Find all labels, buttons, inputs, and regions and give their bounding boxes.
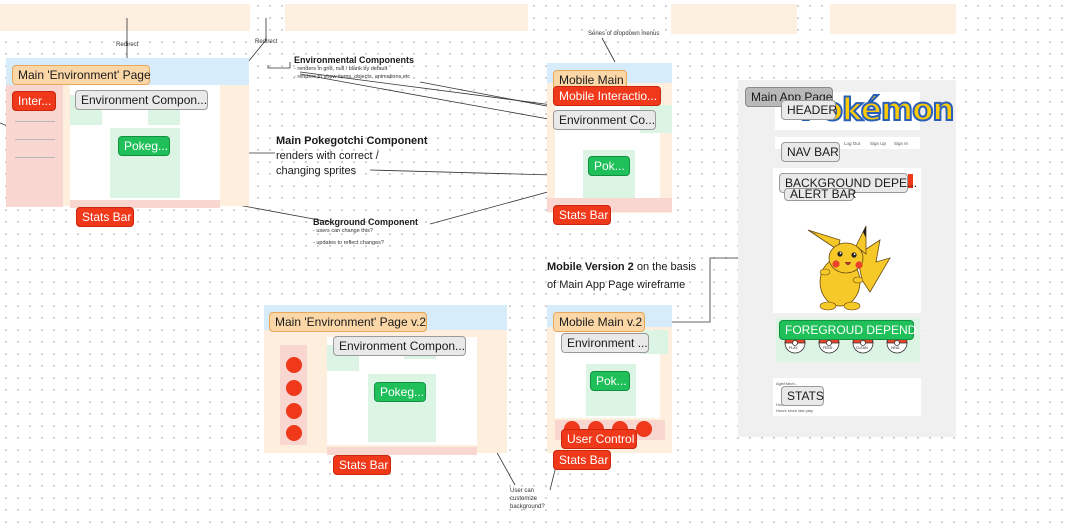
foreground-dependent-label[interactable]: FOREGROUD DEPEND...	[779, 320, 926, 340]
pokeball-label-heal[interactable]: HEAL	[891, 346, 901, 350]
mobile-main-v2-label[interactable]: Mobile Main v.2	[553, 312, 645, 332]
stats-line-3: Hours since last play	[776, 408, 813, 413]
user-control-dot-4[interactable]	[636, 421, 652, 437]
user-control-label[interactable]: User Control	[561, 429, 637, 449]
background-note: Background Component - users can change …	[313, 217, 473, 247]
redirect-label-1: Redirect	[116, 42, 139, 48]
redirect-label-2: Redirect	[255, 39, 278, 45]
main-env-v2-dot-1[interactable]	[286, 357, 302, 373]
interactions-label[interactable]: Inter...	[12, 91, 56, 111]
main-poke-line2: changing sprites	[276, 165, 357, 177]
frame-top-3	[671, 4, 797, 34]
nav-item-signin[interactable]: Sign In	[894, 141, 909, 146]
main-poke-line1: renders with correct /	[276, 150, 379, 162]
mobile-v2-rest: on the basis	[633, 261, 697, 273]
frame-top-1	[0, 4, 250, 31]
mobile-env-component-label[interactable]: Environment Co...	[553, 110, 656, 130]
mobile-env-v2-label[interactable]: Environment ...	[561, 333, 649, 353]
env-components-note: Environmental Components - renders in gr…	[294, 55, 494, 81]
mobile-poke-v2-label[interactable]: Pok...	[590, 371, 630, 391]
stats-bar-v2-label[interactable]: Stats Bar	[333, 455, 391, 475]
interactions-line-3	[15, 157, 55, 158]
stats-label[interactable]: STATS	[781, 386, 824, 406]
pokeball-label-feed[interactable]: FEED	[823, 346, 833, 350]
interactions-line-2	[15, 139, 55, 140]
pokeball-label-play[interactable]: PLAY	[789, 346, 798, 350]
nav-item-logout[interactable]: Log Out	[844, 141, 861, 146]
background-title: Background Component	[313, 217, 418, 227]
frame-top-4	[830, 4, 956, 34]
mobile-v2-line2: of Main App Page wireframe	[547, 279, 686, 291]
main-env-v2-dot-2[interactable]	[286, 380, 302, 396]
main-env-v2-label[interactable]: Main 'Environment' Page v.2	[269, 312, 427, 332]
mobile-v2-bold: Mobile Version 2	[547, 261, 634, 273]
env-component-v2-label[interactable]: Environment Compon...	[333, 336, 466, 356]
stats-line-1: Age/Hatch...	[776, 381, 799, 386]
background-line2: - updates to reflect changes?	[313, 240, 384, 246]
env-components-line1: - renders in grid, null / blank by defau…	[294, 66, 388, 72]
main-env-page-label[interactable]: Main 'Environment' Page	[12, 65, 151, 85]
mobile-poke-label[interactable]: Pok...	[588, 156, 630, 176]
nav-item-signup[interactable]: Sign Up	[870, 141, 887, 146]
main-poke-title: Main Pokegotchi Component	[276, 135, 428, 147]
dropdown-note: Series of dropdown menus	[588, 31, 660, 37]
stats-bar-label[interactable]: Stats Bar	[76, 207, 134, 227]
environment-component-label[interactable]: Environment Compon...	[75, 90, 208, 110]
env-components-line2: - renders to show items, objects, animat…	[294, 74, 411, 80]
alert-red-chip	[908, 174, 913, 188]
header-label[interactable]: HEADER	[781, 100, 837, 120]
nav-bar-label[interactable]: NAV BAR	[781, 142, 840, 162]
env-components-title: Environmental Components	[294, 55, 415, 65]
mobile-stats-v2-label[interactable]: Stats Bar	[553, 450, 611, 470]
main-env-v2-dot-4[interactable]	[286, 425, 302, 441]
main-poke-note: Main Pokegotchi Component renders with c…	[276, 134, 436, 179]
interactions-line-1	[15, 121, 55, 122]
mobile-interactions-label[interactable]: Mobile Interactio...	[553, 86, 661, 106]
main-env-v2-dot-3[interactable]	[286, 403, 302, 419]
poke-v2-label[interactable]: Pokeg...	[374, 382, 426, 402]
mobile-main-label[interactable]: Mobile Main	[553, 70, 627, 90]
stats-v2-strip	[327, 447, 477, 455]
alert-bar-label[interactable]: ALERT BAR	[784, 188, 856, 201]
frame-top-2	[285, 4, 528, 31]
background-line1: - users can change this?	[313, 228, 373, 234]
user-bg-note: User can customize background?	[510, 488, 545, 510]
pokegotchi-label[interactable]: Pokeg...	[118, 136, 170, 156]
pokeball-label-clean[interactable]: CLEAN	[856, 346, 868, 350]
mobile-stats-bar-label[interactable]: Stats Bar	[553, 205, 611, 225]
stats-bar-strip	[70, 200, 220, 208]
mobile-v2-note: Mobile Version 2 on the basis of Main Ap…	[547, 260, 727, 293]
